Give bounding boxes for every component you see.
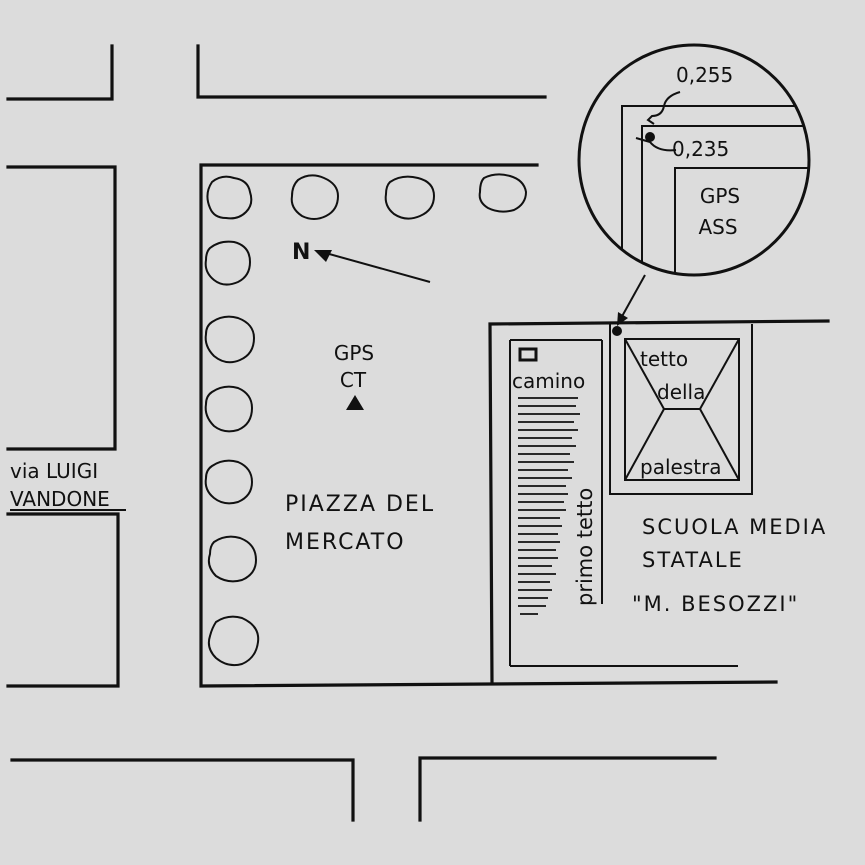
gps-ass-label: ASS (698, 215, 737, 239)
square-name: PIAZZA DEL (285, 492, 435, 517)
triangle-icon (346, 395, 364, 410)
tree (478, 173, 528, 213)
gym-roof-label: tetto (640, 347, 688, 371)
gps-ass-label: GPS (700, 184, 740, 208)
gps-ct-label: GPS (334, 341, 374, 365)
tree (204, 240, 252, 286)
school-name: SCUOLA MEDIA (642, 515, 827, 539)
street-name: via LUIGI (10, 459, 98, 483)
first-roof-label: primo tetto (573, 488, 597, 606)
square-name: MERCATO (285, 530, 406, 555)
tree (204, 459, 254, 505)
gps-ass-point-magnified (645, 132, 655, 142)
tree (207, 535, 258, 583)
inset-measure: 0,255 (676, 63, 733, 87)
tree (204, 385, 254, 433)
tree (206, 175, 253, 220)
school-building (488, 319, 830, 684)
inset-measure: 0,235 (672, 137, 729, 161)
detail-inset: 0,255 0,235 GPS ASS (577, 43, 811, 277)
north-arrow: N (292, 240, 431, 283)
tree (204, 315, 256, 364)
tree (384, 175, 436, 220)
tree (290, 174, 340, 220)
chimney-label: camino (512, 369, 585, 393)
street-name: VANDONE (10, 487, 110, 511)
piazza-outline (199, 163, 778, 688)
gps-ct-marker: GPS CT (334, 341, 374, 410)
school-name: STATALE (642, 548, 744, 572)
roof-hatching (518, 397, 580, 615)
tree (207, 615, 260, 667)
inset-leader-line (619, 274, 646, 321)
gps-ass-point (612, 326, 622, 336)
chimney-icon (518, 347, 538, 362)
north-label: N (292, 240, 310, 265)
gym-roof: tetto della palestra (624, 338, 740, 481)
gym-roof-label: palestra (640, 455, 722, 479)
trees (204, 173, 528, 667)
school-name: "M. BESOZZI" (632, 592, 799, 616)
street-lines (6, 44, 717, 822)
gps-ct-label: CT (340, 368, 367, 392)
gym-roof-label: della (657, 380, 705, 404)
